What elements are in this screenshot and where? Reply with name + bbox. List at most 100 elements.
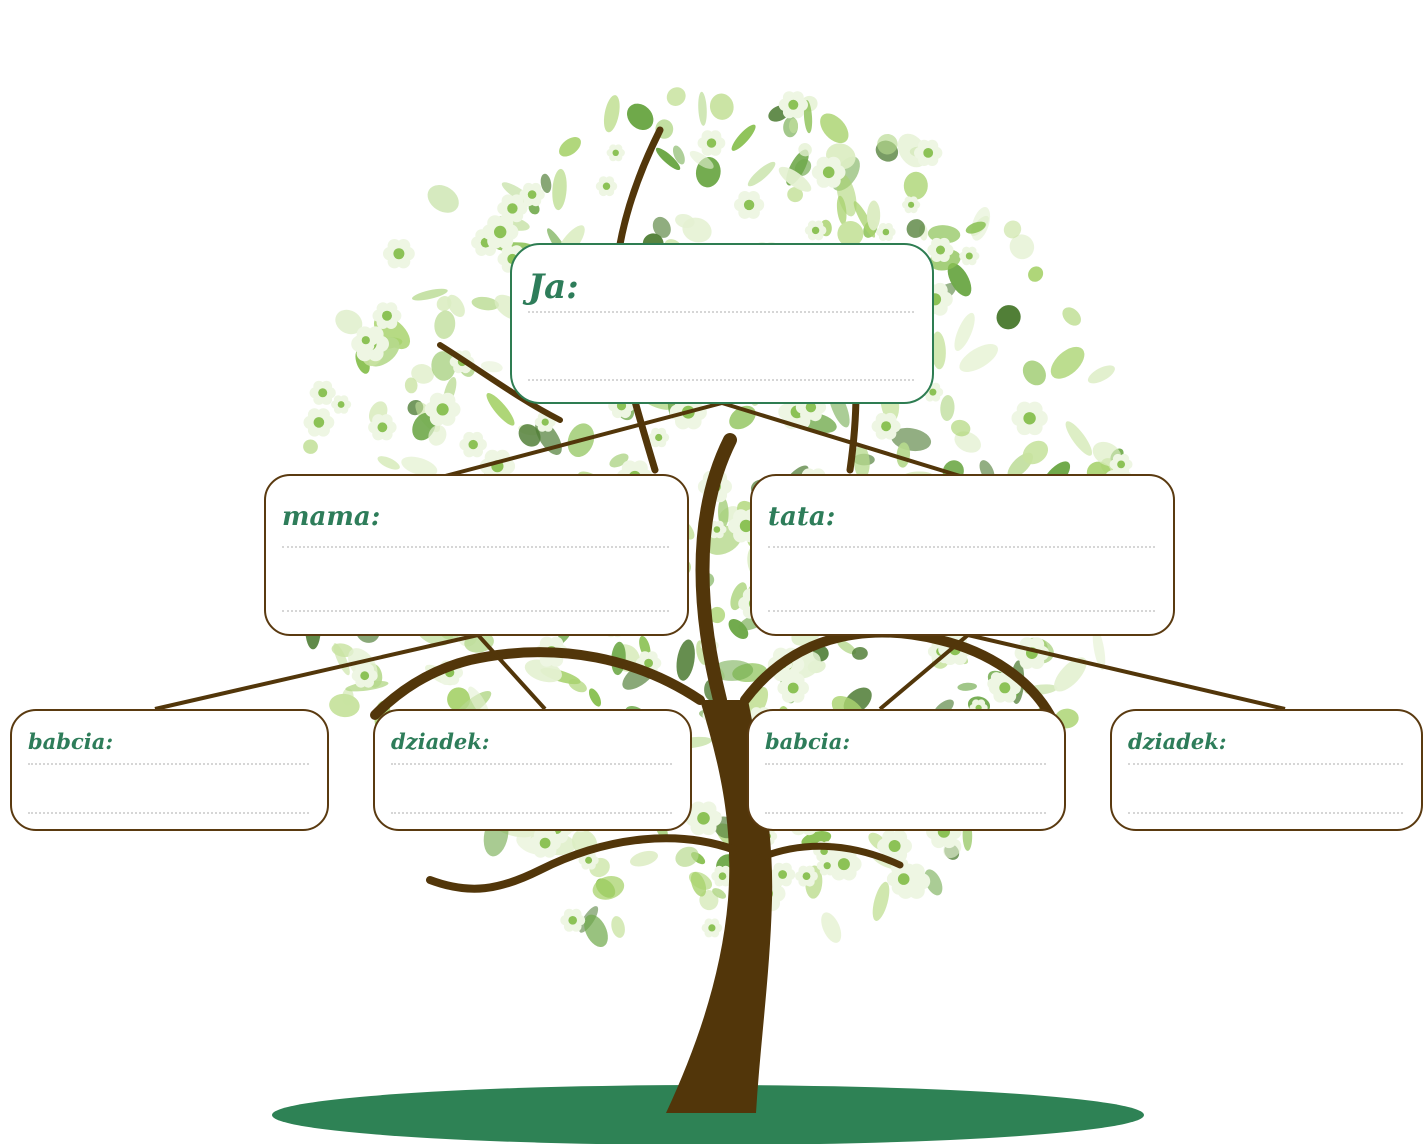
blossom <box>816 856 838 876</box>
leaf <box>837 639 857 655</box>
blossom <box>811 156 846 188</box>
leaf <box>603 95 620 133</box>
write-line[interactable] <box>768 546 1155 548</box>
blossom <box>351 663 378 688</box>
write-line[interactable] <box>765 812 1046 814</box>
leaf <box>711 660 754 681</box>
leaf <box>630 850 658 867</box>
leaf <box>852 646 868 660</box>
card-babcia-1[interactable]: babcia: <box>10 709 329 831</box>
leaf <box>747 161 776 187</box>
leaf <box>940 395 955 421</box>
ground-ellipse <box>272 1085 1144 1144</box>
leaf <box>789 118 798 134</box>
blossom <box>372 302 402 329</box>
card-babcia-2[interactable]: babcia: <box>747 709 1066 831</box>
blossom <box>795 865 818 887</box>
leaf <box>877 133 898 155</box>
write-line[interactable] <box>528 311 914 313</box>
leaf <box>1065 421 1093 456</box>
tree-trunk <box>666 700 773 1113</box>
leaf <box>412 288 448 301</box>
write-line[interactable] <box>28 763 309 765</box>
write-line[interactable] <box>282 546 669 548</box>
leaf <box>655 147 681 171</box>
blossom <box>876 223 896 241</box>
leaf <box>1062 307 1081 326</box>
leaf <box>709 93 734 120</box>
leaf <box>853 201 876 238</box>
card-babcia-1-label: babcia: <box>28 729 114 754</box>
leaf <box>924 869 943 896</box>
blossom <box>560 908 586 932</box>
blossom <box>519 182 545 207</box>
write-line[interactable] <box>28 812 309 814</box>
card-ja[interactable]: Ja: <box>510 243 934 404</box>
leaf <box>331 643 354 658</box>
blossom <box>482 215 519 249</box>
write-line[interactable] <box>1128 763 1403 765</box>
write-line[interactable] <box>765 763 1046 765</box>
write-line[interactable] <box>282 610 669 612</box>
leaf <box>903 171 928 200</box>
blossom <box>459 431 487 458</box>
blossom <box>331 395 352 414</box>
card-tata[interactable]: tata: <box>750 474 1175 636</box>
leaf <box>1050 346 1085 379</box>
leaf <box>518 424 541 447</box>
card-dziadek-2[interactable]: dziadek: <box>1110 709 1423 831</box>
blossom <box>769 862 796 887</box>
blossom <box>902 196 921 214</box>
card-mama-label: mama: <box>282 502 381 532</box>
leaf <box>728 618 749 640</box>
write-line[interactable] <box>1128 812 1403 814</box>
leaf <box>866 200 881 231</box>
leaf <box>652 216 671 238</box>
leaf <box>427 185 459 213</box>
blossom <box>354 329 378 352</box>
card-dziadek-1[interactable]: dziadek: <box>373 709 692 831</box>
card-tata-label: tata: <box>768 502 836 532</box>
write-line[interactable] <box>391 763 672 765</box>
blossom <box>927 237 954 262</box>
card-dziadek-2-label: dziadek: <box>1128 729 1227 754</box>
leaf <box>906 219 925 238</box>
blossom <box>711 865 734 887</box>
leaf <box>627 103 654 130</box>
leaf <box>329 693 360 718</box>
blossom <box>685 801 722 836</box>
leaf <box>559 137 581 157</box>
leaf <box>787 187 803 203</box>
leaf <box>717 497 729 529</box>
blossom <box>648 427 670 448</box>
leaf <box>592 876 625 900</box>
leaf <box>486 393 515 426</box>
blossom <box>529 828 561 858</box>
leaf <box>794 159 812 177</box>
blossom <box>578 851 599 870</box>
card-babcia-2-label: babcia: <box>765 729 851 754</box>
blossom <box>368 414 397 441</box>
blossom <box>734 191 765 219</box>
leaf <box>954 431 981 453</box>
write-line[interactable] <box>391 812 672 814</box>
blossom <box>1109 453 1133 475</box>
leaf <box>1022 360 1046 386</box>
leaf <box>778 166 812 192</box>
leaf <box>480 361 503 373</box>
leaf <box>431 351 456 381</box>
leaf <box>931 331 946 370</box>
leaf <box>1009 234 1035 260</box>
leaf <box>1092 627 1106 671</box>
leaf <box>820 113 849 144</box>
write-line[interactable] <box>528 379 914 381</box>
blossom <box>1014 637 1050 669</box>
leaf <box>957 682 977 691</box>
leaf <box>1028 266 1044 282</box>
leaf <box>712 888 727 899</box>
card-dziadek-1-label: dziadek: <box>391 729 490 754</box>
leaf <box>947 263 972 297</box>
leaf <box>588 688 602 707</box>
card-mama[interactable]: mama: <box>264 474 689 636</box>
write-line[interactable] <box>768 610 1155 612</box>
